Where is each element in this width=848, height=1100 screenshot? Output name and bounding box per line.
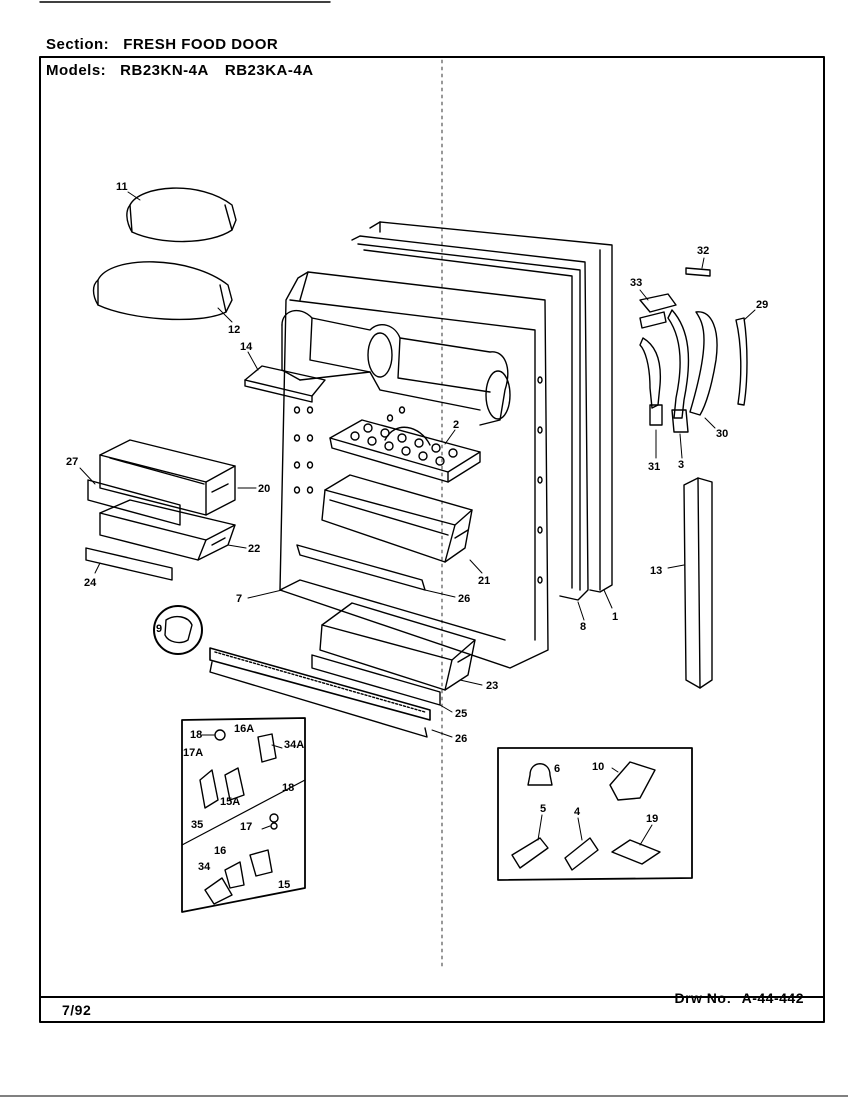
shelf-trim-lower-part-26 — [209, 661, 428, 738]
bin-front-part-27 — [87, 479, 181, 526]
dairy-door-lower-part-12 — [92, 261, 233, 321]
callout-30: 30 — [716, 428, 728, 440]
callout-18-top: 18 — [190, 729, 202, 741]
egg-tray-part-2 — [329, 419, 481, 483]
bottom-door-trim — [209, 647, 431, 721]
drawing-number: A-44-442 — [741, 990, 804, 1006]
callout-9: 9 — [156, 623, 162, 635]
callout-8: 8 — [580, 621, 586, 633]
callout-16A: 16A — [234, 723, 254, 735]
handle-part-3 — [667, 309, 690, 433]
callout-10: 10 — [592, 761, 604, 773]
callout-21: 21 — [478, 575, 490, 587]
outer-door-panel-part-1 — [369, 221, 613, 593]
callout-2: 2 — [453, 419, 459, 431]
drawing-number-block: Drw No: A-44-442 — [674, 990, 804, 1006]
dairy-door-upper-part-11 — [126, 187, 237, 243]
callout-15: 15 — [278, 879, 290, 891]
callout-1: 1 — [612, 611, 618, 623]
callout-26-lower: 26 — [455, 733, 467, 745]
shelf-trim-part-26 — [296, 544, 426, 591]
inner-door-liner-part-7 — [279, 271, 549, 669]
handle-trim-part-29 — [735, 317, 748, 406]
callout-15A: 15A — [220, 796, 240, 808]
callout-20: 20 — [258, 483, 270, 495]
door-gasket-part-8 — [351, 235, 589, 601]
callout-5: 5 — [540, 803, 546, 815]
callout-25: 25 — [455, 708, 467, 720]
handle-cover-part-30 — [689, 311, 718, 416]
small-parts-box-right — [497, 747, 693, 881]
bin-trim-part-24 — [85, 547, 173, 581]
butter-shelf-part-14 — [244, 365, 326, 403]
models-header: Models: RB23KN-4A RB23KA-4A — [46, 62, 314, 79]
handle-part-31 — [639, 337, 663, 426]
callout-24: 24 — [84, 577, 97, 589]
callout-19: 19 — [646, 813, 658, 825]
callout-3: 3 — [678, 459, 684, 471]
door-shelf-part-21 — [321, 474, 473, 563]
callout-14: 14 — [240, 341, 253, 353]
callout-22: 22 — [248, 543, 260, 555]
callout-11: 11 — [116, 181, 128, 193]
callout-6: 6 — [554, 763, 560, 775]
detail-circle-part-9 — [153, 605, 203, 655]
callout-labels: 11 12 14 27 20 22 24 7 9 2 21 26 8 1 23 … — [66, 181, 768, 891]
side-trim-part-13 — [683, 477, 713, 689]
callout-4: 4 — [574, 806, 581, 818]
callout-23: 23 — [486, 680, 498, 692]
callout-17A: 17A — [183, 747, 203, 759]
callout-13: 13 — [650, 565, 662, 577]
callout-29: 29 — [756, 299, 768, 311]
leader-lines — [79, 191, 756, 846]
callout-12: 12 — [228, 324, 240, 336]
door-bin-part-20 — [99, 439, 236, 516]
callout-18-mid: 18 — [282, 782, 294, 794]
callout-16: 16 — [214, 845, 226, 857]
revision-date: 7/92 — [62, 1002, 92, 1018]
model-number-1: RB23KN-4A — [120, 62, 209, 79]
shelf-front-part-25 — [311, 654, 441, 706]
door-shelf-lower-part-23 — [319, 602, 476, 691]
callout-27: 27 — [66, 456, 78, 468]
callout-33: 33 — [630, 277, 642, 289]
callout-34A: 34A — [284, 739, 304, 751]
callout-17: 17 — [240, 821, 252, 833]
callout-26-upper: 26 — [458, 593, 470, 605]
callout-35: 35 — [191, 819, 203, 831]
callout-32: 32 — [697, 245, 709, 257]
callout-34: 34 — [198, 861, 211, 873]
cap-part-32 — [685, 267, 711, 277]
models-label: Models: — [46, 62, 107, 79]
section-label: Section: — [46, 36, 110, 53]
drawing-frame — [39, 56, 825, 1023]
model-number-2: RB23KA-4A — [224, 62, 314, 79]
section-value: FRESH FOOD DOOR — [123, 36, 279, 53]
hinge-bracket-part-33 — [639, 293, 677, 329]
callout-7: 7 — [236, 593, 242, 605]
hinge-kit-box-left — [181, 717, 306, 913]
section-header: Section: FRESH FOOD DOOR — [46, 36, 278, 53]
callout-31: 31 — [648, 461, 660, 473]
drawing-number-label: Drw No: — [674, 990, 732, 1006]
